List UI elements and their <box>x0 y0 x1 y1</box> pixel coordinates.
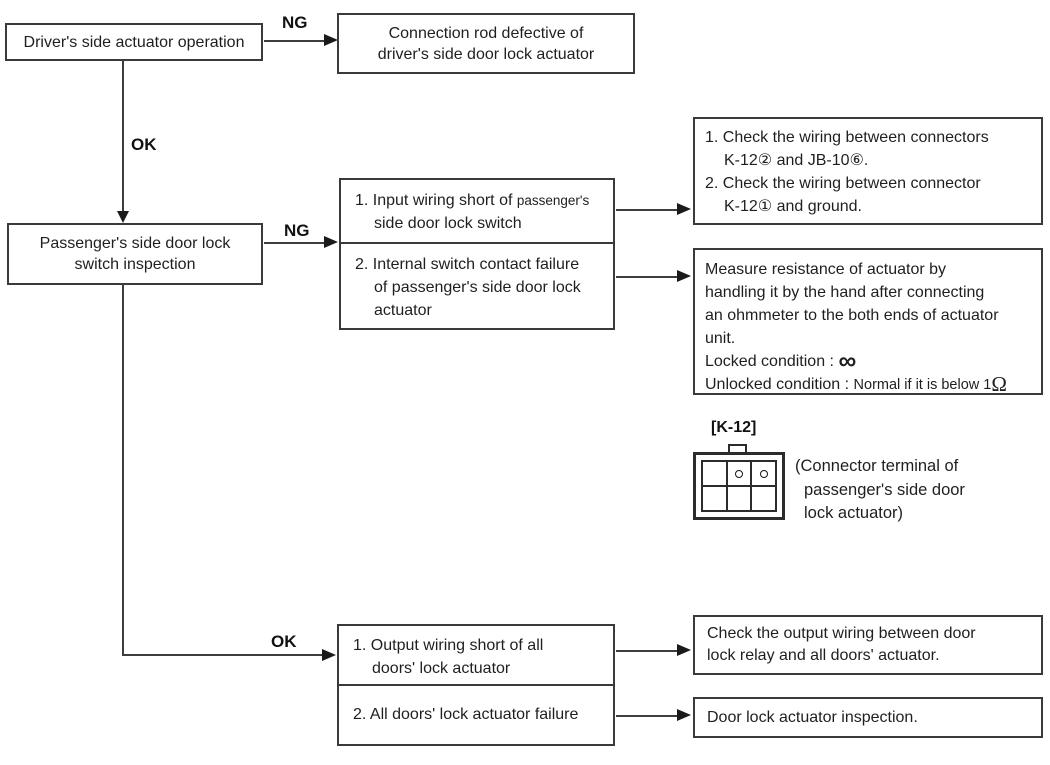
action-item-2: 2. Check the wiring between connector K-… <box>705 175 981 215</box>
cause-text: 1. Output wiring short of all doors' loc… <box>353 637 544 677</box>
cause-item-input-wiring: 1. Input wiring short of passenger's sid… <box>341 180 613 244</box>
arrow-right-icon <box>322 649 336 661</box>
cause-item-internal-switch: 2. Internal switch contact failure of pa… <box>341 244 613 322</box>
flow-label-ng-top: NG <box>282 13 308 32</box>
terminal-cell <box>751 486 776 511</box>
action-text: Door lock actuator inspection. <box>707 708 918 726</box>
action-box-measure-resistance: Measure resistance of actuator by handli… <box>693 248 1043 395</box>
connector-line <box>616 650 678 652</box>
arrow-right-icon <box>677 644 691 656</box>
terminal-cell <box>702 486 727 511</box>
action-box-door-lock-inspection: Door lock actuator inspection. <box>693 697 1043 738</box>
connector-line <box>122 61 124 211</box>
result-label: Connection rod defective of driver's sid… <box>377 24 595 63</box>
connector-tab-shape <box>728 444 747 455</box>
flow-label-ng-mid: NG <box>284 221 310 240</box>
arrow-right-icon <box>324 34 338 46</box>
connector-line <box>122 654 323 656</box>
action-box-check-wiring: 1. Check the wiring between connectors K… <box>693 117 1043 225</box>
arrow-right-icon <box>677 709 691 721</box>
connector-terminal-grid <box>701 460 777 512</box>
step-box-passenger-switch-inspection: Passenger's side door lock switch inspec… <box>7 223 263 285</box>
terminal-cell <box>702 461 727 486</box>
cause-text: 1. Input wiring short of <box>355 192 513 209</box>
unlocked-condition-label: Unlocked condition : <box>705 376 850 393</box>
connector-line <box>616 715 678 717</box>
flow-label-ok-top: OK <box>131 135 157 154</box>
cause-box-all-doors: 1. Output wiring short of all doors' loc… <box>337 624 615 746</box>
cause-text: 2. All doors' lock actuator failure <box>353 706 579 723</box>
connector-line <box>616 209 678 211</box>
unlocked-condition-row: Unlocked condition : Normal if it is bel… <box>705 373 1039 397</box>
connector-caption: (Connector terminal of passenger's side … <box>795 457 965 522</box>
infinity-symbol: ∞ <box>838 347 856 375</box>
step-label: Driver's side actuator operation <box>23 33 245 51</box>
step-label: Passenger's side door lock switch inspec… <box>39 235 231 273</box>
arrow-down-icon <box>117 211 129 223</box>
locked-condition-row: Locked condition : ∞ <box>705 347 1039 375</box>
cause-text: side door lock switch <box>374 215 522 232</box>
cause-text-small: passenger's <box>516 193 590 208</box>
step-box-driver-actuator-operation: Driver's side actuator operation <box>5 23 263 61</box>
connector-line <box>122 285 124 656</box>
locked-condition-label: Locked condition : <box>705 353 834 370</box>
flow-label-ok-bottom: OK <box>271 632 297 651</box>
terminal-cell <box>726 486 752 511</box>
arrow-right-icon <box>677 270 691 282</box>
unlocked-condition-value: Normal if it is below 1 <box>853 377 992 393</box>
cause-item-actuator-failure: 2. All doors' lock actuator failure <box>339 686 613 744</box>
connector-k12-diagram <box>693 452 785 520</box>
result-box-connection-rod-defective: Connection rod defective of driver's sid… <box>337 13 635 74</box>
terminal-cell <box>726 461 752 486</box>
cause-box-passenger-switch: 1. Input wiring short of passenger's sid… <box>339 178 615 330</box>
cause-text: 2. Internal switch contact failure of pa… <box>355 256 581 319</box>
arrow-right-icon <box>324 236 338 248</box>
connector-name-label: [K-12] <box>711 419 757 436</box>
terminal-pin-icon <box>759 469 768 478</box>
ohm-symbol: Ω <box>991 372 1007 396</box>
action-text: Check the output wiring between door loc… <box>707 625 976 664</box>
connector-line <box>264 242 325 244</box>
connector-line <box>616 276 678 278</box>
terminal-cell <box>751 461 776 486</box>
action-box-check-output-wiring: Check the output wiring between door loc… <box>693 615 1043 675</box>
cause-item-output-wiring: 1. Output wiring short of all doors' loc… <box>339 626 613 686</box>
arrow-right-icon <box>677 203 691 215</box>
connector-line <box>264 40 326 42</box>
action-item-1: 1. Check the wiring between connectors K… <box>705 129 989 169</box>
measure-instructions: Measure resistance of actuator by handli… <box>705 261 999 347</box>
terminal-pin-icon <box>734 469 743 478</box>
